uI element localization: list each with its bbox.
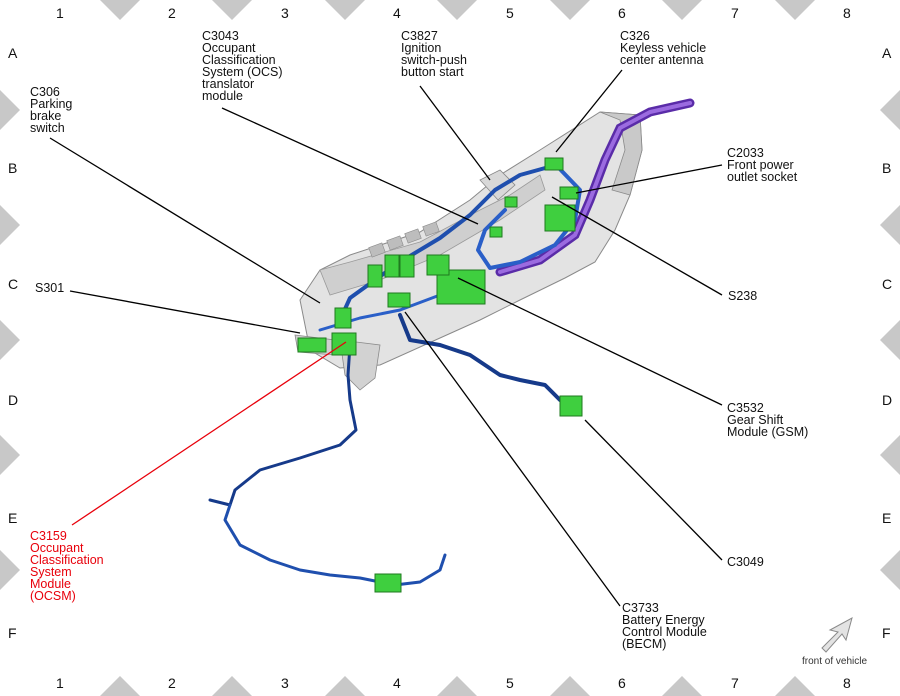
callout-c326: C326 Keyless vehicle center antenna [620,29,707,67]
connectors [297,157,583,593]
left-marker [0,435,20,475]
connector-gsm-top [426,254,450,276]
grid-col-top-5: 5 [506,5,514,21]
grid-row-left-d: D [8,392,19,408]
callout-s238: S238 [728,289,758,303]
leader-c306 [49,137,321,304]
callout-c3043: C3043 Occupant Classification System (OC… [202,29,283,103]
left-marker [0,90,20,130]
grid-row-right-e: E [882,510,892,526]
top-marker [325,0,365,20]
callout-c3049: C3049 [727,555,764,569]
right-marker [880,320,900,360]
leader-c3532 [457,277,723,406]
grid-col-bottom-1: 1 [56,675,64,691]
top-marker [212,0,252,20]
grid-row-left-a: A [8,45,18,61]
grid-row-right-d: D [882,392,893,408]
connector-c326 [544,157,564,171]
left-marker [0,550,20,590]
callout-c2033: C2033 Front power outlet socket [727,146,798,184]
right-marker [880,435,900,475]
bottom-marker [775,676,815,696]
leader-s301 [69,290,301,334]
connector-c3043 [489,226,503,238]
grid-col-top-7: 7 [731,5,739,21]
grid-col-bottom-6: 6 [618,675,626,691]
leader-c3049 [584,419,723,561]
leader-lines [49,69,723,607]
grid-row-right-a: A [882,45,892,61]
connector-cluster-b [399,254,415,278]
front-of-vehicle-label: front of vehicle [802,656,868,667]
grid-col-bottom-7: 7 [731,675,739,691]
right-marker [880,90,900,130]
grid-col-bottom-8: 8 [843,675,851,691]
connector-c3827 [504,196,518,208]
connector-c2033 [559,186,579,200]
callout-c3827: C3827 Ignition switch-push button start [401,29,467,79]
right-marker [880,205,900,245]
callout-c306: C306 Parking brake switch [30,85,73,135]
grid-col-top-2: 2 [168,5,176,21]
left-marker [0,205,20,245]
grid-row-left-c: C [8,276,19,292]
left-marker [0,320,20,360]
leader-s238 [551,196,723,296]
front-arrow-icon [821,616,853,653]
bottom-marker [212,676,252,696]
connector-cluster-c [367,264,383,288]
connector-ocsm [374,573,402,593]
connector-c3049 [559,395,583,417]
leader-c3733 [404,311,621,607]
grid-col-top-6: 6 [618,5,626,21]
grid-col-top-4: 4 [393,5,401,21]
top-marker [437,0,477,20]
grid-col-bottom-2: 2 [168,675,176,691]
purple-harness [495,98,695,277]
connector-s301 [297,337,327,353]
callout-c3532: C3532 Gear Shift Module (GSM) [727,401,809,439]
bottom-marker [100,676,140,696]
top-marker [550,0,590,20]
leader-c326 [555,69,623,153]
connector-c3733 [387,292,411,308]
bottom-marker [662,676,702,696]
blue-harness [208,163,582,587]
grid-row-left-e: E [8,510,18,526]
grid-row-right-b: B [882,160,892,176]
top-marker [100,0,140,20]
callout-s301: S301 [35,281,65,295]
connector-cluster-a [384,254,400,278]
callout-c3159: C3159 Occupant Classification System Mod… [30,529,104,603]
right-marker [880,550,900,590]
bottom-marker [325,676,365,696]
grid-row-left-f: F [8,625,17,641]
grid-row-left-b: B [8,160,18,176]
grid-row-right-f: F [882,625,891,641]
leader-c3043 [221,107,479,225]
leader-c3827 [419,85,491,181]
bottom-marker [550,676,590,696]
grid-col-bottom-3: 3 [281,675,289,691]
grid-col-bottom-4: 4 [393,675,401,691]
grid-col-top-3: 3 [281,5,289,21]
leader-c3159 [71,341,347,526]
grid-row-right-c: C [882,276,893,292]
grid-col-top-8: 8 [843,5,851,21]
callout-c3733: C3733 Battery Energy Control Module (BEC… [622,601,707,651]
bottom-marker [437,676,477,696]
top-marker [662,0,702,20]
grid-col-bottom-5: 5 [506,675,514,691]
top-marker [775,0,815,20]
grid-col-top-1: 1 [56,5,64,21]
leader-c2033 [575,164,723,194]
connector-s238-area [544,204,576,232]
connector-c306 [334,307,352,329]
